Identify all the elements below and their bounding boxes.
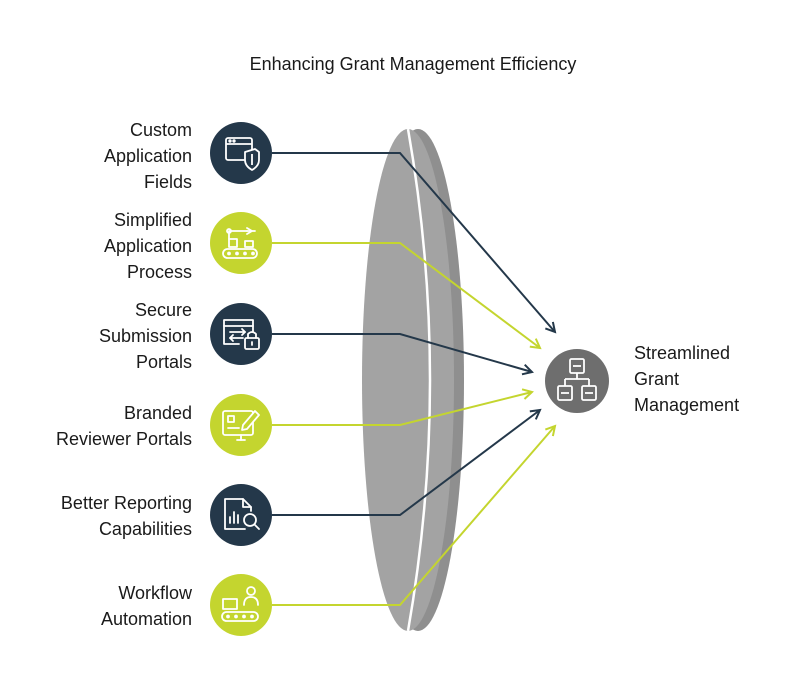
hierarchy-icon	[545, 349, 609, 413]
conveyor-robot-icon	[210, 212, 272, 274]
input-label-simplified-application-process: Simplified Application Process	[103, 210, 192, 282]
input-label-better-reporting-capabilities: Better Reporting Capabilities	[60, 493, 192, 539]
input-label-branded-reviewer-portals: Branded Reviewer Portals	[55, 403, 192, 449]
connector-secure-submission-portals	[272, 333, 532, 372]
lens	[362, 128, 464, 632]
output-label: Streamlined Grant Management	[634, 343, 740, 415]
connector-better-reporting-capabilities	[272, 410, 540, 516]
input-label-workflow-automation: Workflow Automation	[100, 583, 192, 629]
connector-workflow-automation	[272, 426, 555, 606]
secure-transfer-icon	[210, 303, 272, 365]
input-label-secure-submission-portals: Secure Submission Portals	[98, 300, 192, 372]
edit-board-icon	[210, 394, 272, 456]
connector-custom-application-fields	[272, 152, 555, 332]
connectors	[272, 152, 555, 606]
input-label-custom-application-fields: Custom Application Fields	[103, 120, 192, 192]
report-search-icon	[210, 484, 272, 546]
diagram-title: Enhancing Grant Management Efficiency	[249, 54, 577, 74]
browser-shield-icon	[210, 122, 272, 184]
connector-simplified-application-process	[272, 242, 540, 348]
worker-conveyor-icon	[210, 574, 272, 636]
connector-branded-reviewer-portals	[272, 392, 532, 426]
